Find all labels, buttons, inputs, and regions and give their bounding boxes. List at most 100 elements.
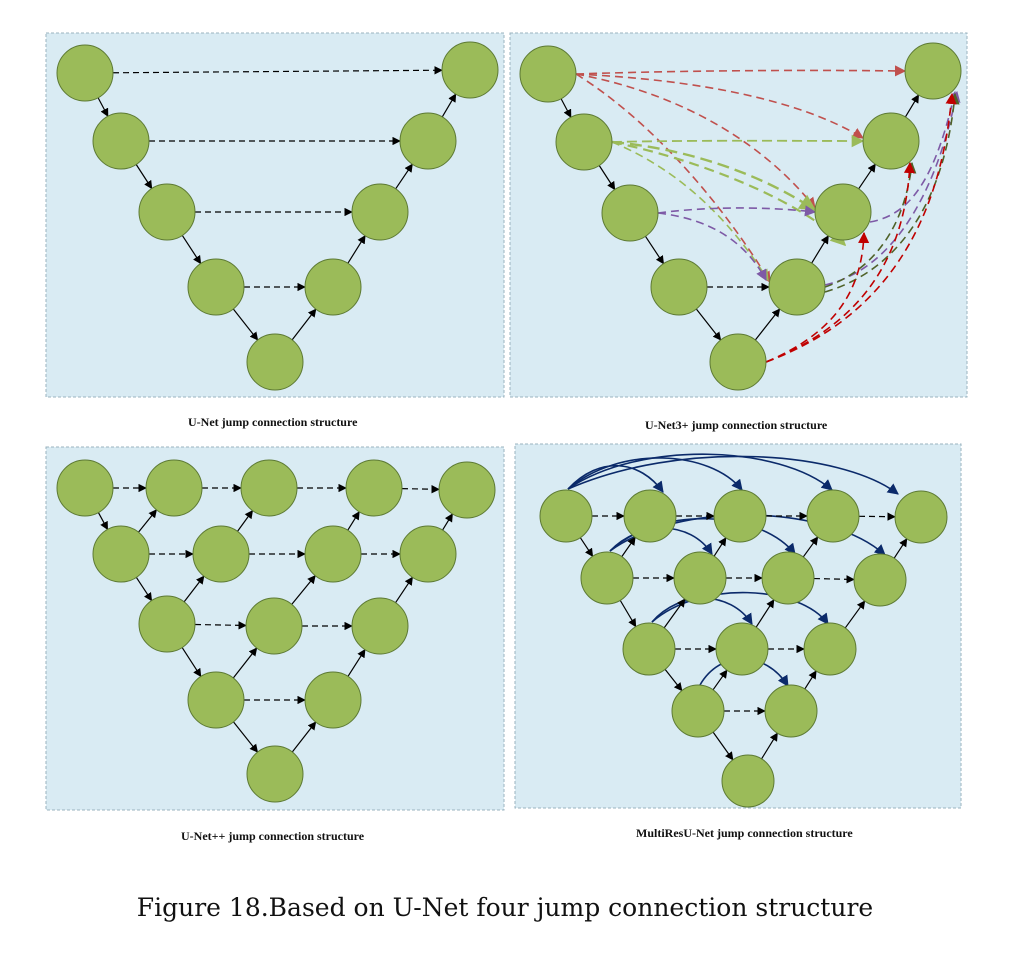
up-arrow <box>804 670 817 690</box>
node-circle <box>138 595 196 653</box>
node-circle <box>345 459 403 517</box>
skip-arrow <box>401 485 440 494</box>
figure-caption: Figure 18.Based on U-Net four jump conne… <box>136 893 874 922</box>
panel-backgrounds <box>45 32 968 811</box>
up-arrow <box>844 600 866 629</box>
node-circle <box>539 489 593 543</box>
down-arrow <box>97 97 109 117</box>
node-circle <box>904 42 962 100</box>
down-arrow <box>232 721 259 753</box>
node-circle <box>138 183 196 241</box>
up-arrow <box>441 93 457 118</box>
up-arrow <box>236 509 254 532</box>
node-circle <box>673 551 727 605</box>
connection-arrows <box>97 66 920 761</box>
node-circle <box>519 45 577 103</box>
node-circle <box>768 258 826 316</box>
node-circle <box>304 671 362 729</box>
down-arrow <box>560 98 572 118</box>
node-circle <box>764 684 818 738</box>
up-arrow <box>347 511 360 531</box>
skip-arrow <box>813 575 855 584</box>
darkgreen-skip-curve <box>824 161 917 288</box>
darkred-skip-curve <box>765 92 957 363</box>
up-arrow <box>712 669 728 691</box>
down-arrow <box>97 512 109 531</box>
down-arrow <box>181 235 202 265</box>
up-arrow <box>138 509 157 533</box>
node-circle <box>351 597 409 655</box>
node-circle <box>304 525 362 583</box>
up-arrow <box>232 647 258 679</box>
skip-arrow <box>194 621 247 630</box>
skip-arrow <box>112 66 443 75</box>
purple-skip-curve <box>657 212 767 281</box>
node-circle <box>555 113 613 171</box>
red-skip-curve <box>575 73 864 139</box>
up-arrow <box>183 575 205 603</box>
node-circle <box>721 754 775 808</box>
down-arrow <box>644 236 665 265</box>
node-circle <box>92 112 150 170</box>
red-skip-curve <box>575 73 771 283</box>
up-arrow <box>904 94 920 118</box>
green-skip-curve <box>611 141 769 281</box>
caption-unet: U-Net jump connection structure <box>188 415 358 429</box>
down-arrow <box>135 577 153 602</box>
node-circle <box>806 489 860 543</box>
up-arrow <box>761 732 778 760</box>
down-arrow <box>664 669 683 692</box>
down-arrow <box>579 537 594 558</box>
caption-unetpp: U-Net++ jump connection structure <box>181 829 365 843</box>
node-circle <box>399 112 457 170</box>
down-arrow <box>181 647 202 678</box>
up-arrow <box>395 576 413 604</box>
node-circle <box>580 551 634 605</box>
node-circle <box>56 44 114 102</box>
down-arrow <box>695 308 722 341</box>
up-arrow <box>442 513 453 531</box>
darkgreen-skip-curve <box>824 92 960 293</box>
down-arrow <box>619 600 637 628</box>
purple-skip-curve <box>657 205 817 217</box>
navy-skip-curve <box>567 457 743 491</box>
node-circle <box>623 489 677 543</box>
node-circle <box>245 597 303 655</box>
node-circle <box>709 333 767 391</box>
node-circle <box>862 112 920 170</box>
node-circle <box>853 553 907 607</box>
node-circle <box>246 745 304 803</box>
down-arrow <box>598 165 616 191</box>
node-circles <box>56 41 962 808</box>
caption-multiresunet: MultiResU-Net jump connection structure <box>636 826 853 840</box>
node-circle <box>671 684 725 738</box>
node-circle <box>814 183 872 241</box>
node-circle <box>894 490 948 544</box>
up-arrow <box>802 536 819 558</box>
node-circle <box>438 461 496 519</box>
caption-unet3plus: U-Net3+ jump connection structure <box>645 418 828 432</box>
up-arrow <box>663 598 686 629</box>
up-arrow <box>713 537 727 557</box>
purple-skip-curve <box>824 90 961 286</box>
node-circle <box>304 258 362 316</box>
green-skip-curve <box>611 134 865 148</box>
node-circle <box>246 333 304 391</box>
navy-skip-curve <box>567 453 833 491</box>
node-circle <box>192 525 250 583</box>
node-circle <box>145 459 203 517</box>
up-arrow <box>347 235 366 264</box>
up-arrow <box>621 536 636 557</box>
node-circle <box>803 622 857 676</box>
node-circle <box>715 622 769 676</box>
node-circle <box>622 622 676 676</box>
node-circle <box>399 525 457 583</box>
node-circle <box>187 258 245 316</box>
up-arrow <box>347 648 366 677</box>
node-circle <box>56 459 114 517</box>
up-arrow <box>811 235 829 264</box>
up-arrow <box>754 308 781 341</box>
down-arrow <box>232 308 259 341</box>
up-arrow <box>291 721 317 753</box>
